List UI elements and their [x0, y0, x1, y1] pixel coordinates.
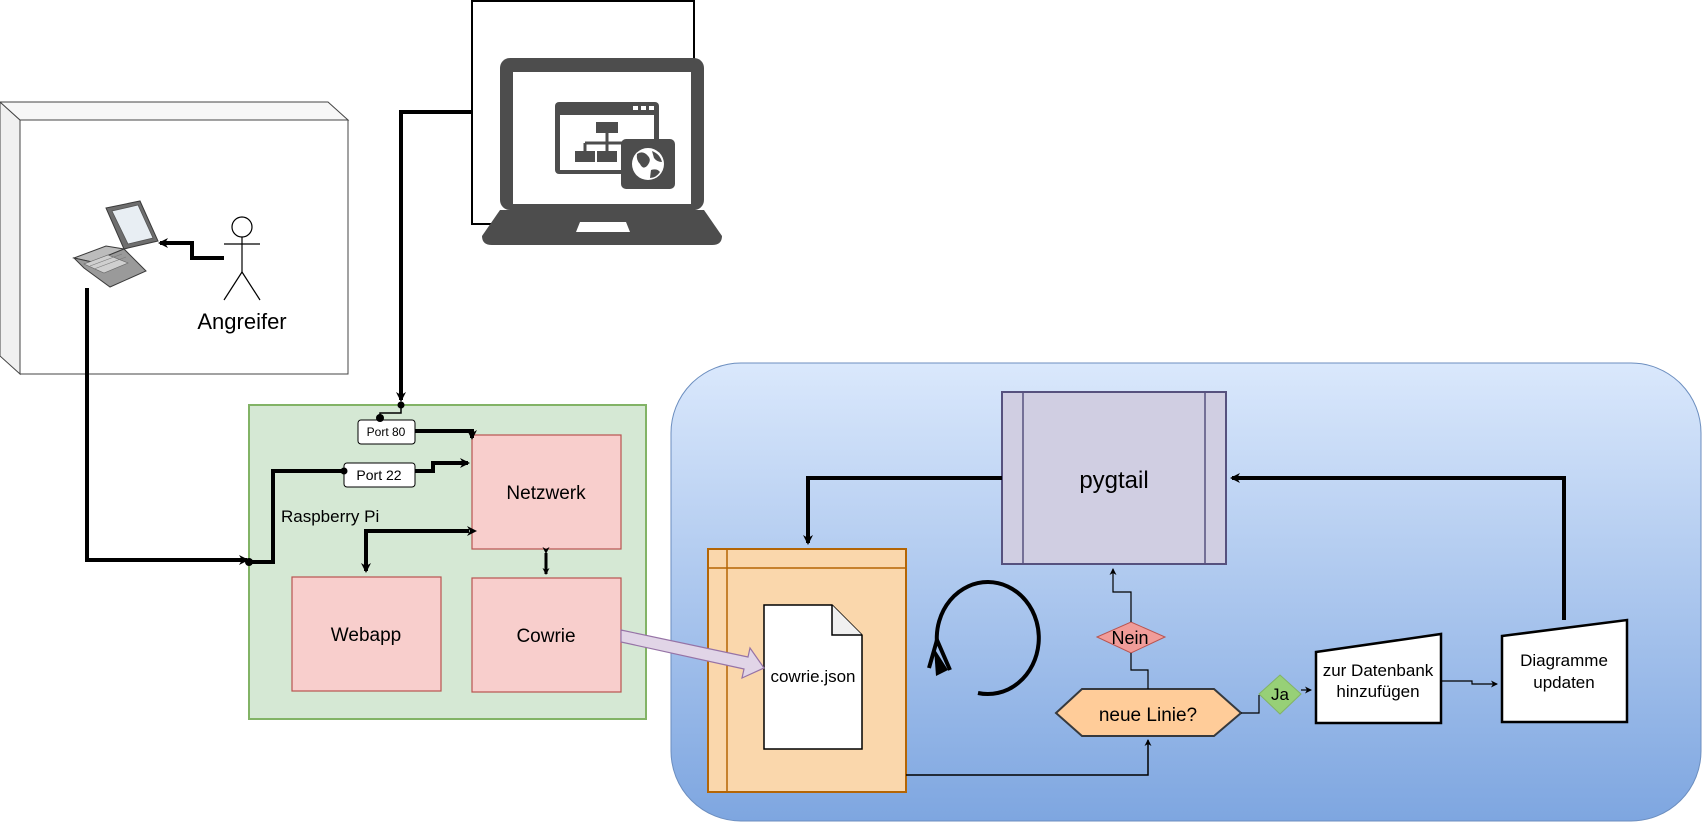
netzwerk-to-webapp-connector: [361, 526, 477, 573]
datenbank-step: zur Datenbank hinzufügen: [1314, 632, 1443, 725]
port-80-label: Port 80: [357, 419, 416, 445]
neue-linie-decision: neue Linie?: [1054, 688, 1243, 737]
cowrie-box: Cowrie: [471, 577, 622, 693]
refresh-loop-icon: [927, 580, 1041, 697]
svg-text:Cowrie: Cowrie: [516, 626, 575, 647]
sitemap-globe-icon: [555, 102, 675, 189]
port-22-label: Port 22: [343, 462, 416, 488]
svg-text:hinzufügen: hinzufügen: [1336, 682, 1419, 701]
file-icon: [763, 604, 863, 750]
nein-to-pygtail-connector: [1109, 568, 1132, 622]
person-icon: [223, 216, 261, 301]
attacker-zone: [0, 101, 350, 376]
pygtail-process: pygtail: [1001, 391, 1227, 565]
pi-to-port22-connector: [249, 469, 344, 564]
svg-text:Nein: Nein: [1111, 628, 1148, 648]
svg-text:Ja: Ja: [1271, 685, 1290, 704]
svg-text:neue Linie?: neue Linie?: [1099, 705, 1197, 726]
svg-text:Diagramme: Diagramme: [1520, 651, 1608, 670]
port22-to-netzwerk-connector: [415, 458, 470, 473]
storage-to-decision-connector: [906, 739, 1152, 776]
laptop-icon: [72, 200, 159, 288]
diagramme-step: Diagramme updaten: [1500, 618, 1629, 724]
ja-diamond: Ja: [1258, 674, 1302, 715]
cowrie-to-json-arrow: [620, 629, 765, 680]
port80-to-netzwerk-connector: [415, 429, 477, 440]
svg-text:pygtail: pygtail: [1079, 467, 1148, 494]
decision-to-nein-connector: [1130, 653, 1149, 689]
nein-diamond: Nein: [1095, 621, 1167, 654]
svg-text:Port 22: Port 22: [356, 467, 401, 483]
svg-text:updaten: updaten: [1533, 673, 1594, 692]
raspberry-pi-label: Raspberry Pi: [281, 507, 379, 526]
decision-to-ja-connector: [1241, 695, 1260, 714]
diagramme-to-pygtail-connector: [1230, 473, 1566, 620]
monitor-to-port80-connector: [396, 110, 472, 402]
attacker-label: Angreifer: [197, 309, 286, 334]
netzwerk-box: Netzwerk: [471, 434, 622, 550]
cowrie-json-label: cowrie.json: [770, 667, 855, 686]
svg-text:Port 80: Port 80: [367, 425, 406, 439]
datenbank-to-diagramme-connector: [1441, 680, 1498, 688]
attacker-to-pi-connector: [85, 288, 249, 565]
person-to-laptop-arrow: [158, 238, 224, 260]
webapp-box: Webapp: [291, 576, 442, 692]
pygtail-to-storage-connector: [803, 476, 1002, 545]
svg-text:zur Datenbank: zur Datenbank: [1323, 661, 1434, 680]
svg-text:Webapp: Webapp: [331, 625, 401, 646]
svg-text:Netzwerk: Netzwerk: [506, 483, 586, 504]
